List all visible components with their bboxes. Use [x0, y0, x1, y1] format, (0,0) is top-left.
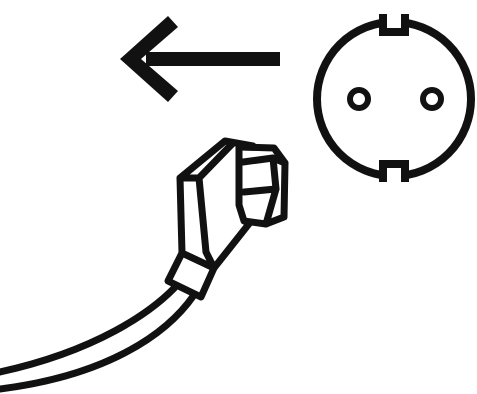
left-arrow-icon [120, 16, 280, 102]
socket-hole-left [347, 87, 371, 111]
plug-cable-icon [0, 137, 289, 393]
wall-socket-icon [313, 14, 475, 182]
plug-head-edge [262, 154, 280, 228]
cable-line-upper [0, 279, 183, 376]
socket-hole-right [420, 87, 444, 111]
cable-line-lower [0, 291, 198, 393]
plug-side-edge [195, 174, 218, 272]
plug-head-ridge-middle [240, 185, 280, 196]
plug-head-ridge-top [239, 154, 289, 167]
